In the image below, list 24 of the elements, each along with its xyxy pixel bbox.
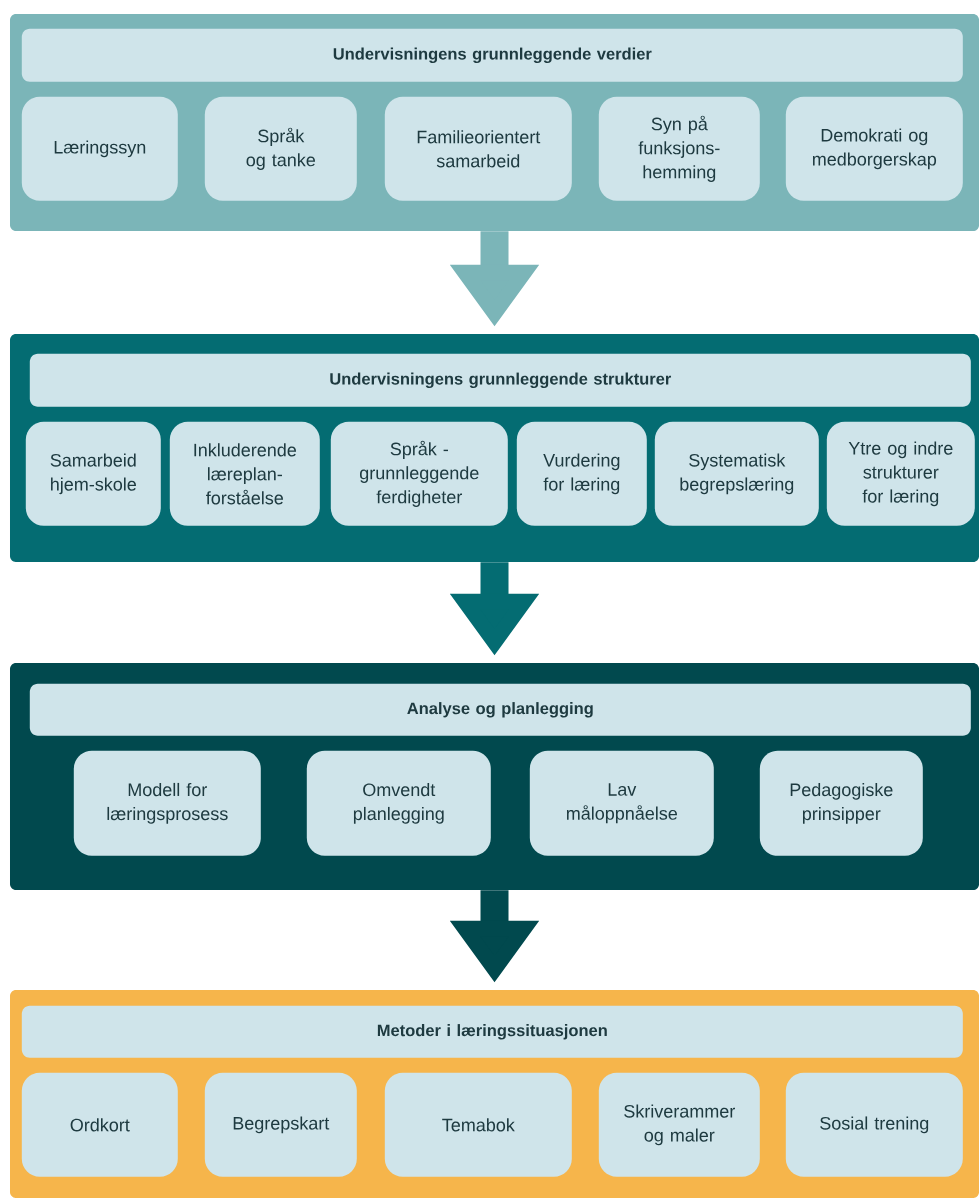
item-box: Syn på funksjons-hemming [598, 96, 760, 201]
item-box: Inkluderende læreplan-forståelse [169, 421, 320, 526]
item-box: Demokrati og medborgerskap [785, 96, 963, 201]
item-box: Ytre og indre strukturer for læring [826, 421, 975, 526]
item-box: Modell for læringsprosess [73, 750, 261, 856]
item-box: Vurdering for læring [516, 421, 647, 526]
item-box: Ordkort [21, 1072, 178, 1177]
item-box: Læringssyn [21, 96, 178, 201]
heading-box: Undervisningens grunnleggende verdier [21, 28, 963, 82]
heading-box: Undervisningens grunnleggende strukturer [29, 353, 971, 407]
heading-box: Analyse og planlegging [29, 683, 971, 736]
item-box: Språk - grunnleggende ferdigheter [330, 421, 508, 526]
item-box: Språk og tanke [204, 96, 357, 201]
item-box: Lav måloppnåelse [529, 750, 714, 856]
item-box: Temabok [384, 1072, 572, 1177]
item-box: Pedagogiske prinsipper [759, 750, 923, 856]
item-box: Sosial trening [785, 1072, 963, 1177]
heading-box: Metoder i læringssituasjonen [21, 1005, 963, 1058]
item-box: Omvendt planlegging [306, 750, 491, 856]
item-box: Familieorientert samarbeid [384, 96, 572, 201]
item-box: Samarbeid hjem-skole [25, 421, 161, 526]
item-box: Systematisk begrepslæring [654, 421, 819, 526]
item-box: Skriverammer og maler [598, 1072, 760, 1177]
item-box: Begrepskart [204, 1072, 357, 1177]
